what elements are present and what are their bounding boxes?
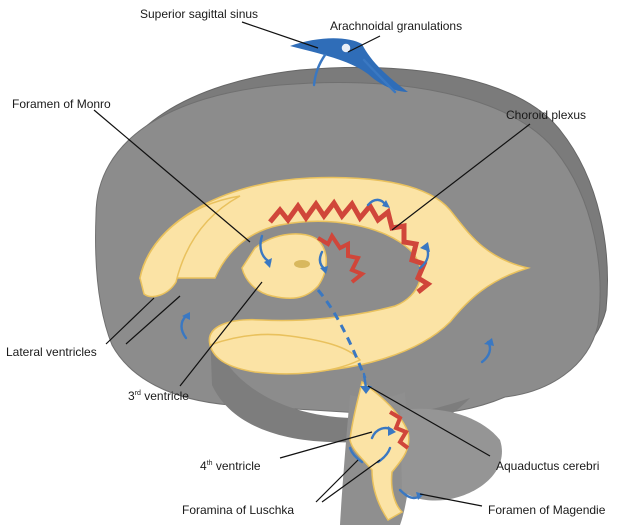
label-third-ventricle: 3rd ventricle: [128, 389, 189, 403]
brain-hemispheres: [96, 68, 608, 525]
label-foramina-of-luschka: Foramina of Luschka: [182, 503, 294, 517]
label-lateral-ventricles: Lateral ventricles: [6, 345, 97, 359]
interthalamic-adhesion: [294, 260, 310, 268]
label-superior-sagittal-sinus: Superior sagittal sinus: [140, 7, 258, 21]
label-foramen-of-monro: Foramen of Monro: [12, 97, 111, 111]
label-aquaductus-cerebri: Aquaductus cerebri: [496, 459, 599, 473]
label-arachnoidal-granulations: Arachnoidal granulations: [330, 19, 462, 33]
label-fourth-ventricle: 4th ventricle: [200, 459, 261, 473]
label-choroid-plexus: Choroid plexus: [506, 108, 586, 122]
leader-superior-sagittal-sinus: [242, 22, 318, 48]
label-foramen-of-magendie: Foramen of Magendie: [488, 503, 606, 517]
